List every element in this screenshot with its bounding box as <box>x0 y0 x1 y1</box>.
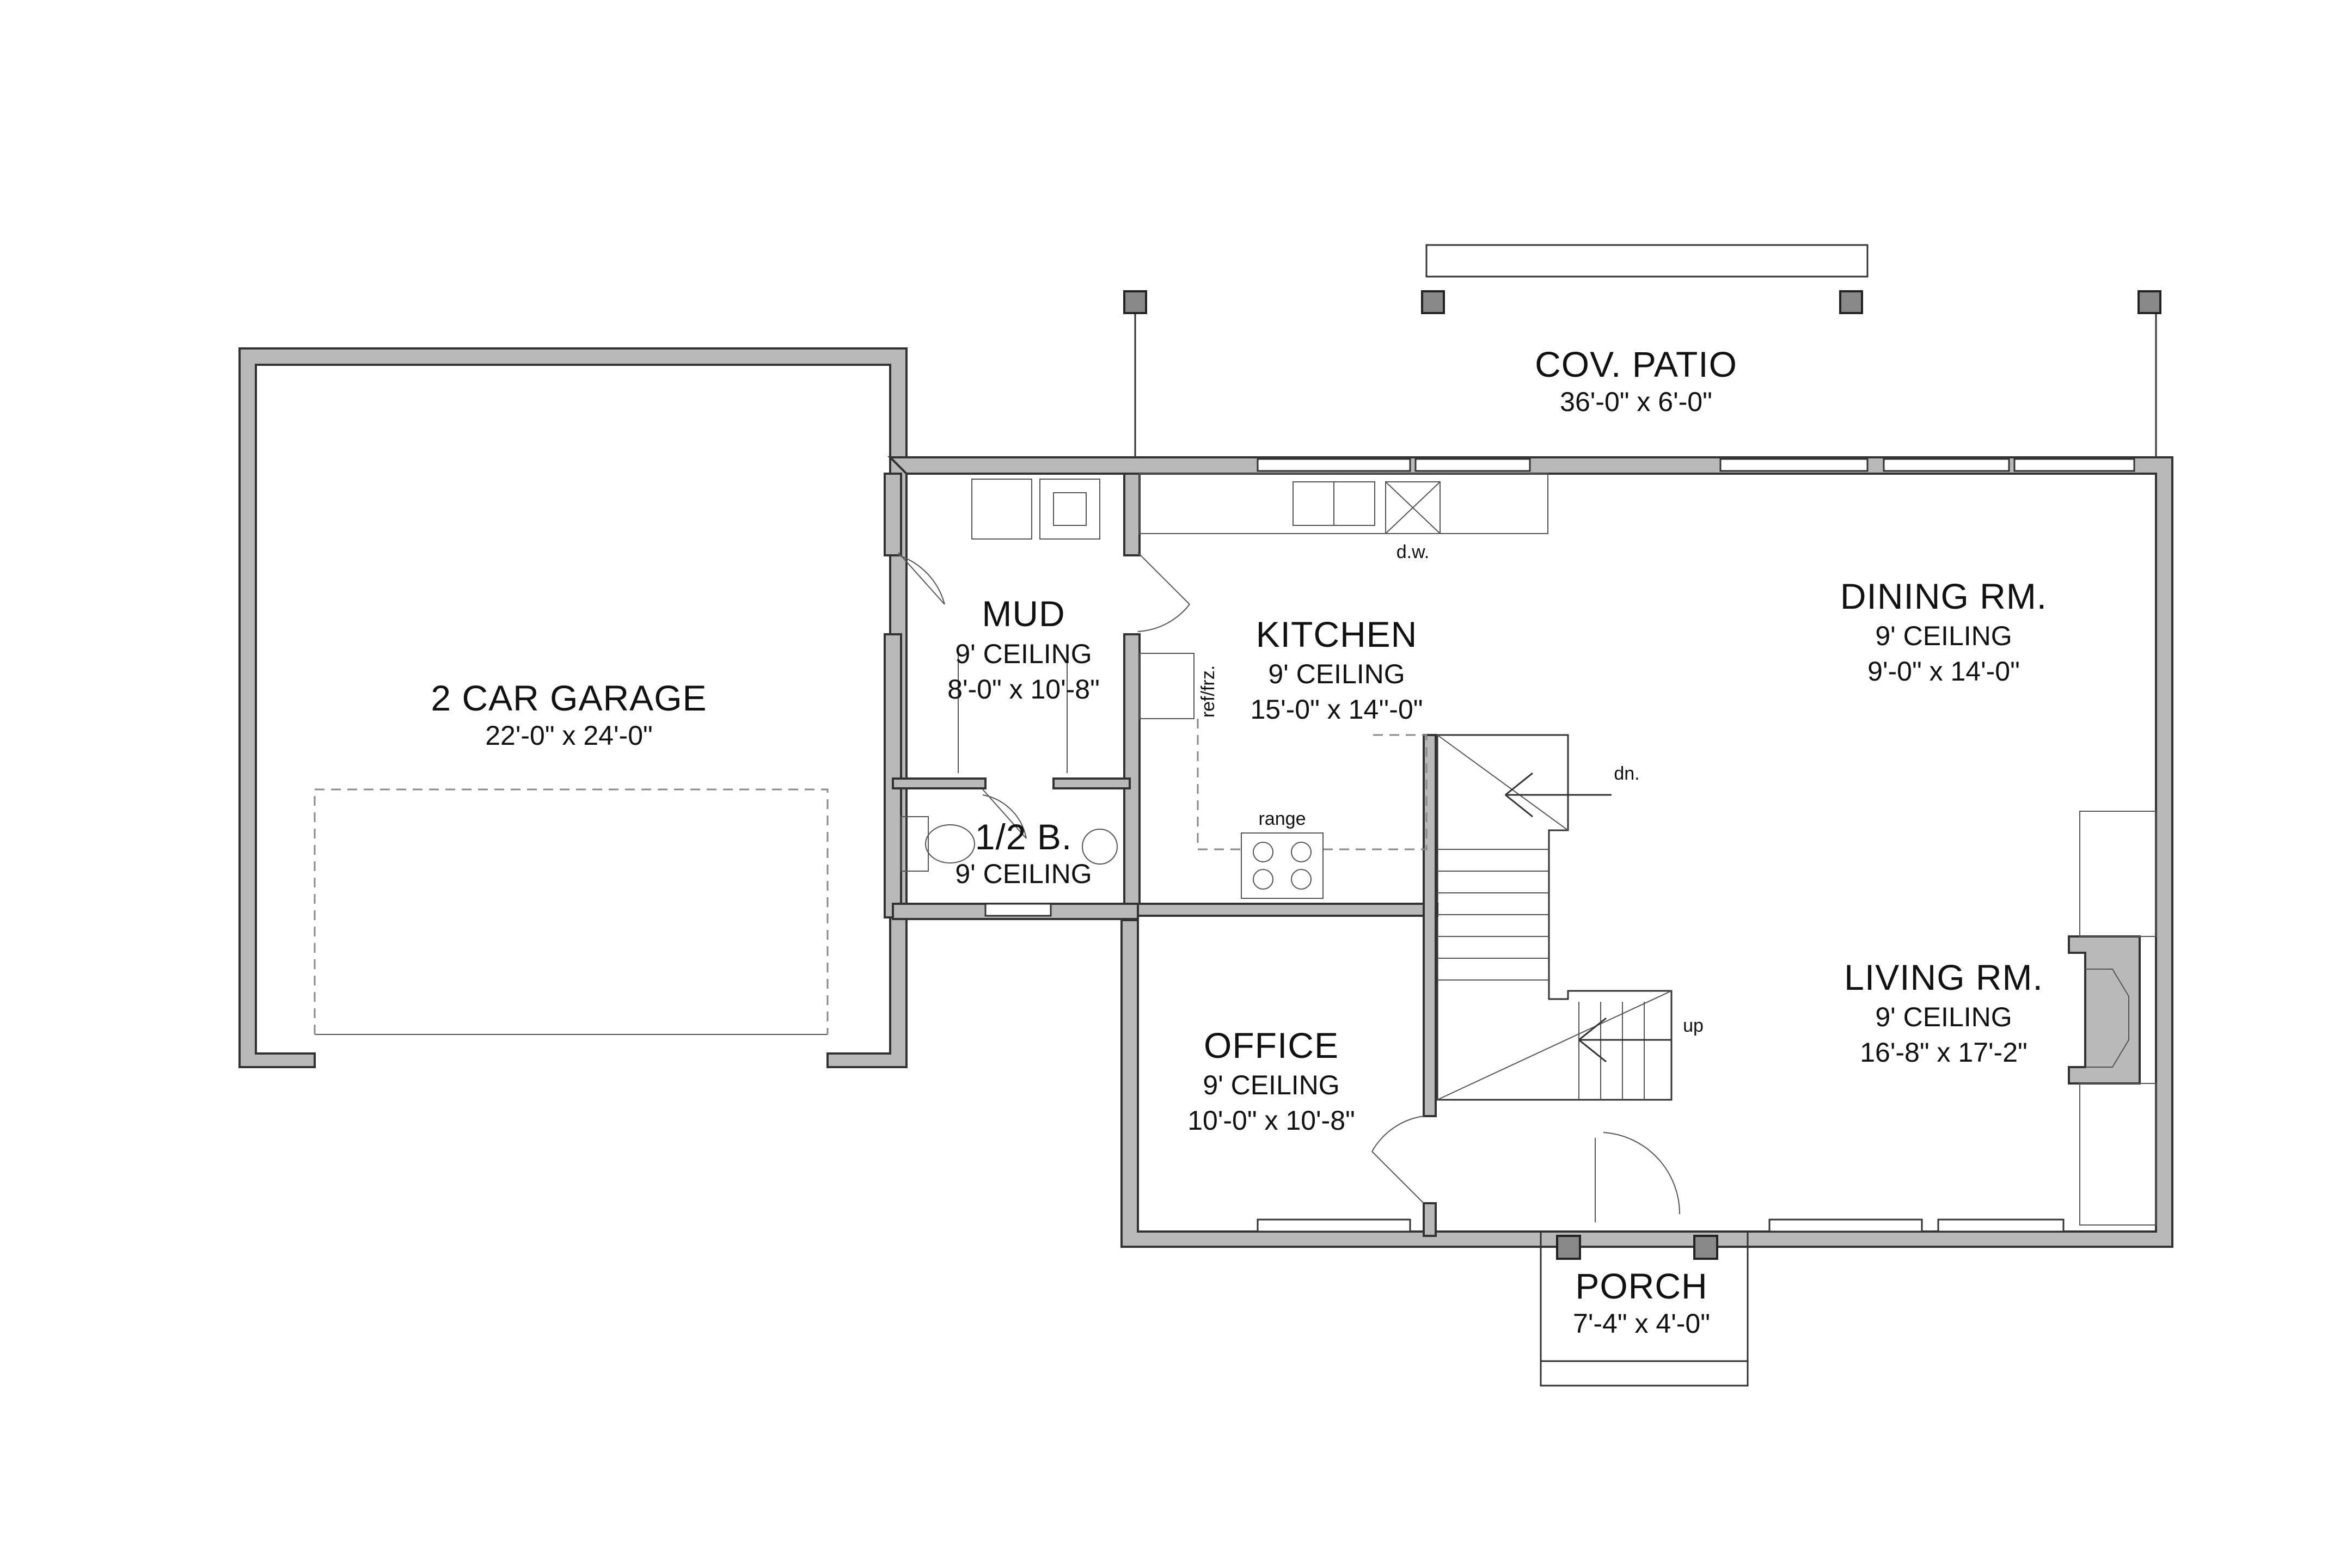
half-bath-ceiling: 9' CEILING <box>955 859 1092 889</box>
office-name: OFFICE <box>1204 1025 1339 1065</box>
patio-post <box>1421 290 1445 314</box>
kitchen-size: 15'-0" x 14''-0" <box>1250 694 1423 725</box>
patio-post <box>2137 290 2161 314</box>
range-icon <box>1241 832 1324 899</box>
stairs-up-label: up <box>1683 1015 1704 1036</box>
refrigerator-label: ref/frz. <box>1198 665 1218 718</box>
stairs-down-label: dn. <box>1614 763 1639 784</box>
refrigerator-icon <box>1139 653 1195 719</box>
range-label: range <box>1259 808 1306 829</box>
garage-wall <box>238 347 908 1068</box>
patio-post <box>1839 290 1863 314</box>
doors <box>898 552 1681 1222</box>
garage <box>238 347 908 1068</box>
patio-post <box>1123 290 1147 314</box>
porch-post <box>1693 1235 1718 1260</box>
mud-name: MUD <box>982 593 1065 634</box>
porch-name: PORCH <box>1575 1266 1707 1306</box>
porch-post <box>1556 1235 1581 1260</box>
windows <box>984 458 2135 1233</box>
cov-patio-size: 36'-0" x 6'-0" <box>1560 387 1712 417</box>
living-name: LIVING RM. <box>1844 957 2043 997</box>
patio-step <box>1425 244 1869 278</box>
office-size: 10'-0" x 10'-8" <box>1187 1105 1355 1136</box>
dining-size: 9'-0" x 14'-0" <box>1867 656 2020 687</box>
porch-size: 7'-4" x 4'-0" <box>1573 1308 1710 1339</box>
porch <box>1540 1232 1749 1387</box>
stairs-up-arrow-icon <box>1578 1017 1671 1063</box>
kitchen-ceiling: 9' CEILING <box>1268 659 1405 689</box>
dining-ceiling: 9' CEILING <box>1875 621 2012 651</box>
stairs <box>1436 734 1673 1101</box>
covered-patio <box>1123 244 2161 457</box>
washer-icon <box>971 479 1032 540</box>
mud-size: 8'-0" x 10'-8" <box>947 674 1100 705</box>
garage-size: 22'-0" x 24'-0" <box>485 720 653 751</box>
office-ceiling: 9' CEILING <box>1203 1070 1339 1100</box>
dining-name: DINING RM. <box>1840 576 2047 616</box>
kitchen-counter <box>1139 473 1548 534</box>
toilet-icon <box>901 816 929 872</box>
garage-door-outline <box>314 788 829 1034</box>
lavatory-icon <box>1082 829 1118 865</box>
living-size: 16'-8" x 17'-2" <box>1860 1037 2028 1068</box>
mud-ceiling: 9' CEILING <box>955 639 1092 669</box>
kitchen-counter-outline <box>1197 719 1428 850</box>
cov-patio-name: COV. PATIO <box>1535 344 1737 384</box>
kitchen-fixtures <box>901 473 1548 899</box>
dishwasher-icon <box>1385 481 1441 534</box>
stairs-down-arrow-icon <box>1505 772 1612 818</box>
dishwasher-label: d.w. <box>1396 542 1429 562</box>
living-ceiling: 9' CEILING <box>1875 1002 2012 1032</box>
house-walls <box>884 456 2173 1248</box>
half-bath-name: 1/2 B. <box>975 817 1072 857</box>
kitchen-name: KITCHEN <box>1256 614 1418 654</box>
dryer-icon <box>1039 479 1100 540</box>
garage-name: 2 CAR GARAGE <box>431 678 707 718</box>
